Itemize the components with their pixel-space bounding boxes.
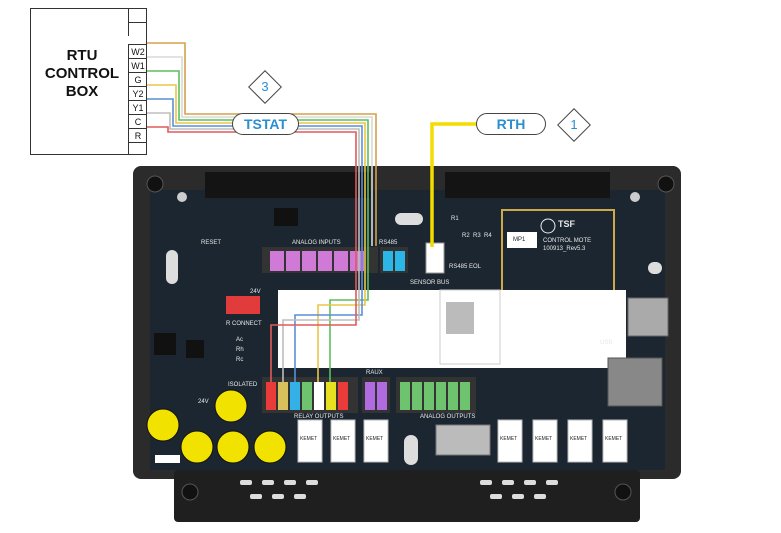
wire-w1 xyxy=(147,56,373,246)
label-relay-outputs: RELAY OUTPUTS xyxy=(294,414,344,420)
label-analog-outputs: ANALOG OUTPUTS xyxy=(420,414,476,420)
label-24v-a: 24V xyxy=(250,289,261,295)
ribbon-connector xyxy=(435,424,491,456)
raux-terminals xyxy=(362,377,390,413)
rth-step-marker: 1 xyxy=(557,108,591,142)
mount-slot-bottom xyxy=(404,435,418,465)
label-rs485-eol: RS485 EOL xyxy=(449,264,482,270)
power-24v-connector xyxy=(226,296,260,314)
yellow-capacitors xyxy=(146,389,287,464)
vent-slots xyxy=(240,480,558,499)
label-led-rc: Rc xyxy=(236,357,244,363)
wire-r xyxy=(147,126,357,382)
rtu-terminal-r: R xyxy=(128,128,147,142)
screw-top-left xyxy=(146,175,164,193)
control-mote-module xyxy=(501,209,615,297)
rtu-terminal-y1: Y1 xyxy=(128,100,147,114)
screw-top-right xyxy=(657,175,675,193)
tstat-step-marker: 3 xyxy=(248,70,282,104)
relay-kemet-3: KEMET xyxy=(366,436,384,442)
mount-slot-right xyxy=(648,262,662,274)
rs485-terminals xyxy=(380,247,408,273)
rtu-title-line1: RTU xyxy=(66,47,98,64)
analog-output-terminals xyxy=(396,377,476,413)
top-clip-right xyxy=(445,172,610,198)
mount-hole-top-right xyxy=(630,192,640,202)
rtu-terminal-w2: W2 xyxy=(128,44,147,58)
relay-kemet-6: KEMET xyxy=(570,436,588,442)
rtu-title-line3: BOX xyxy=(65,83,99,100)
rtu-title-line2: CONTROL xyxy=(44,65,120,82)
tstat-step-number: 3 xyxy=(261,79,269,94)
rtu-terminal-c: C xyxy=(128,114,147,128)
label-r4: R4 xyxy=(484,233,492,239)
label-mote-rev: 100913_Rev5.3 xyxy=(543,246,586,252)
mount-slot-left xyxy=(166,250,178,284)
enclosure-bottom-lip xyxy=(174,470,640,522)
label-r3: R3 xyxy=(473,233,481,239)
mount-slot-top xyxy=(395,213,423,225)
relays xyxy=(297,419,628,463)
label-24v-b: 24V xyxy=(198,399,209,405)
label-led-rh: Rh xyxy=(236,347,244,353)
relay-kemet-2: KEMET xyxy=(333,436,351,442)
rtu-terminal-y2: Y2 xyxy=(128,86,147,100)
mp1-label-box xyxy=(507,232,537,248)
label-analog-inputs: ANALOG INPUTS xyxy=(292,240,341,246)
radio-chip xyxy=(446,302,474,334)
analog-input-terminals xyxy=(262,247,378,273)
ic-chip-left xyxy=(154,333,176,355)
label-usb: USB xyxy=(600,340,613,346)
relay-kemet-7: KEMET xyxy=(605,436,623,442)
relay-kemet-4: KEMET xyxy=(500,436,518,442)
wire-w2 xyxy=(147,42,377,246)
label-mp1: MP1 xyxy=(513,237,526,243)
label-r2: R2 xyxy=(462,233,470,239)
label-isolated: ISOLATED xyxy=(228,382,258,388)
rtu-control-box: RTU CONTROL BOX xyxy=(30,8,147,155)
screw-bottom-right xyxy=(614,483,632,501)
battery-strip xyxy=(155,455,180,463)
label-mote-name: CONTROL MOTE xyxy=(543,238,592,244)
rj45-port xyxy=(607,357,663,407)
ic-chip-2 xyxy=(186,340,204,358)
tstat-pill: TSTAT xyxy=(232,113,299,135)
wire-y2 xyxy=(147,84,366,382)
rtu-title: RTU CONTROL BOX xyxy=(39,47,125,101)
label-rs485: RS485 xyxy=(379,240,398,246)
rtu-terminal-w1: W1 xyxy=(128,58,147,72)
rtu-terminal-blank-1 xyxy=(128,8,147,22)
label-reset: RESET xyxy=(201,240,222,246)
sensor-bus-connector xyxy=(425,242,445,274)
usb-port xyxy=(627,297,669,337)
relay-kemet-1: KEMET xyxy=(300,436,318,442)
label-led-ac: Ac xyxy=(236,337,244,343)
label-mote-brand: TSF xyxy=(558,219,575,229)
ic-chip-top xyxy=(274,208,298,226)
label-raux: RAUX xyxy=(366,370,383,376)
mount-hole-top-left xyxy=(177,192,187,202)
rtu-terminal-strip: W2 W1 G Y2 Y1 C R xyxy=(128,8,147,155)
label-r1: R1 xyxy=(451,216,459,222)
wire-c xyxy=(147,112,360,382)
rtu-terminal-blank-3 xyxy=(128,142,147,155)
rth-step-number: 1 xyxy=(570,117,578,132)
top-clip-left xyxy=(205,172,370,198)
wire-g xyxy=(147,70,369,382)
mote-logo-icon xyxy=(540,218,556,234)
rtu-terminal-g: G xyxy=(128,72,147,86)
screw-bottom-left xyxy=(181,483,199,501)
label-connect: R CONNECT xyxy=(226,321,262,327)
rth-pill: RTH xyxy=(476,113,546,135)
wire-y1 xyxy=(147,98,363,382)
relay-output-terminals xyxy=(262,377,358,413)
rtu-terminal-blank-2 xyxy=(128,22,147,36)
tstat-wires xyxy=(147,42,377,382)
label-sensor-bus: SENSOR BUS xyxy=(410,280,450,286)
relay-kemet-5: KEMET xyxy=(535,436,553,442)
